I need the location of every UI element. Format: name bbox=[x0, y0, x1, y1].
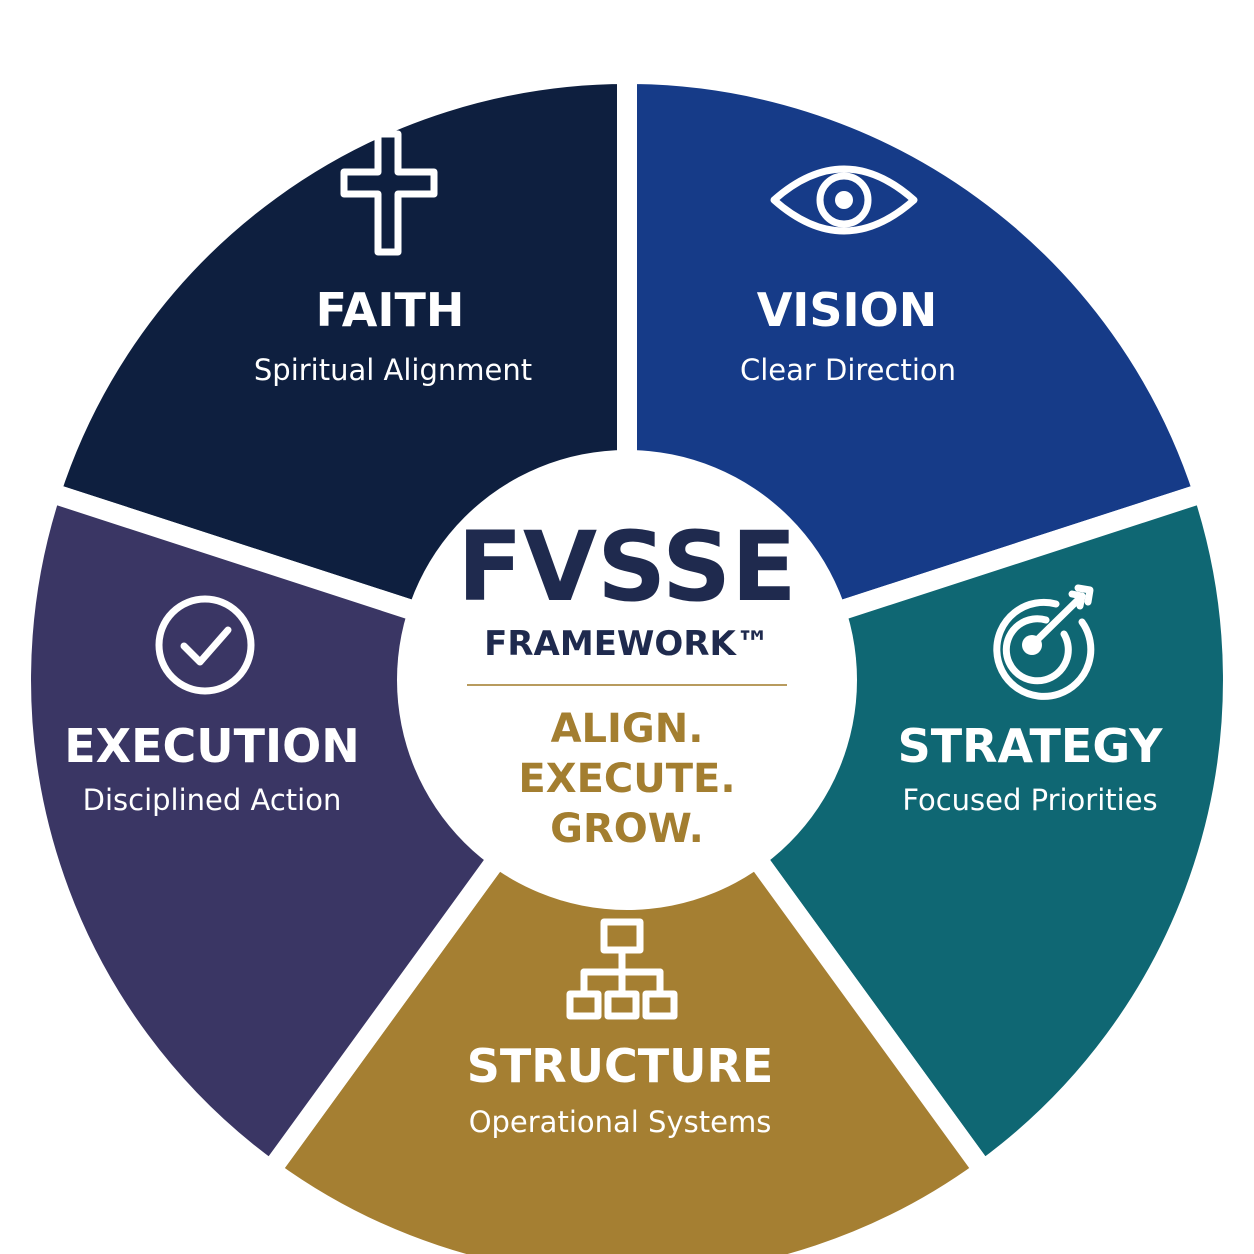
segment-vision-content: VISION Clear Direction bbox=[740, 165, 956, 387]
segment-subtitle-strategy: Focused Priorities bbox=[902, 783, 1157, 817]
cross-icon bbox=[340, 130, 438, 256]
center-subtitle: FRAMEWORK™ bbox=[484, 624, 770, 664]
segment-subtitle-execution: Disciplined Action bbox=[83, 783, 342, 817]
segment-title-structure: STRUCTURE bbox=[467, 1039, 774, 1093]
segment-execution-content: EXECUTION Disciplined Action bbox=[64, 595, 360, 817]
segment-title-vision: VISION bbox=[757, 283, 938, 337]
segment-subtitle-structure: Operational Systems bbox=[469, 1105, 772, 1139]
segment-subtitle-faith: Spiritual Alignment bbox=[254, 353, 532, 387]
segment-strategy-content: STRATEGY Focused Priorities bbox=[898, 584, 1164, 817]
center-circle bbox=[397, 450, 857, 910]
target-icon bbox=[993, 584, 1095, 700]
segment-title-execution: EXECUTION bbox=[64, 719, 360, 773]
tagline-line-3: GROW. bbox=[550, 806, 704, 852]
tagline-line-1: ALIGN. bbox=[551, 706, 704, 752]
tagline-line-2: EXECUTE. bbox=[518, 756, 735, 802]
segment-wedge-structure bbox=[256, 662, 998, 1254]
check-circle-icon bbox=[155, 595, 255, 695]
eye-icon bbox=[770, 165, 918, 235]
org-chart-icon bbox=[566, 918, 678, 1020]
segment-title-strategy: STRATEGY bbox=[898, 719, 1164, 773]
segment-structure-content: STRUCTURE Operational Systems bbox=[467, 918, 774, 1139]
segment-faith-content: FAITH Spiritual Alignment bbox=[254, 130, 532, 387]
segment-subtitle-vision: Clear Direction bbox=[740, 353, 956, 387]
segment-title-faith: FAITH bbox=[316, 283, 465, 337]
center-title: FVSSE bbox=[457, 511, 796, 623]
